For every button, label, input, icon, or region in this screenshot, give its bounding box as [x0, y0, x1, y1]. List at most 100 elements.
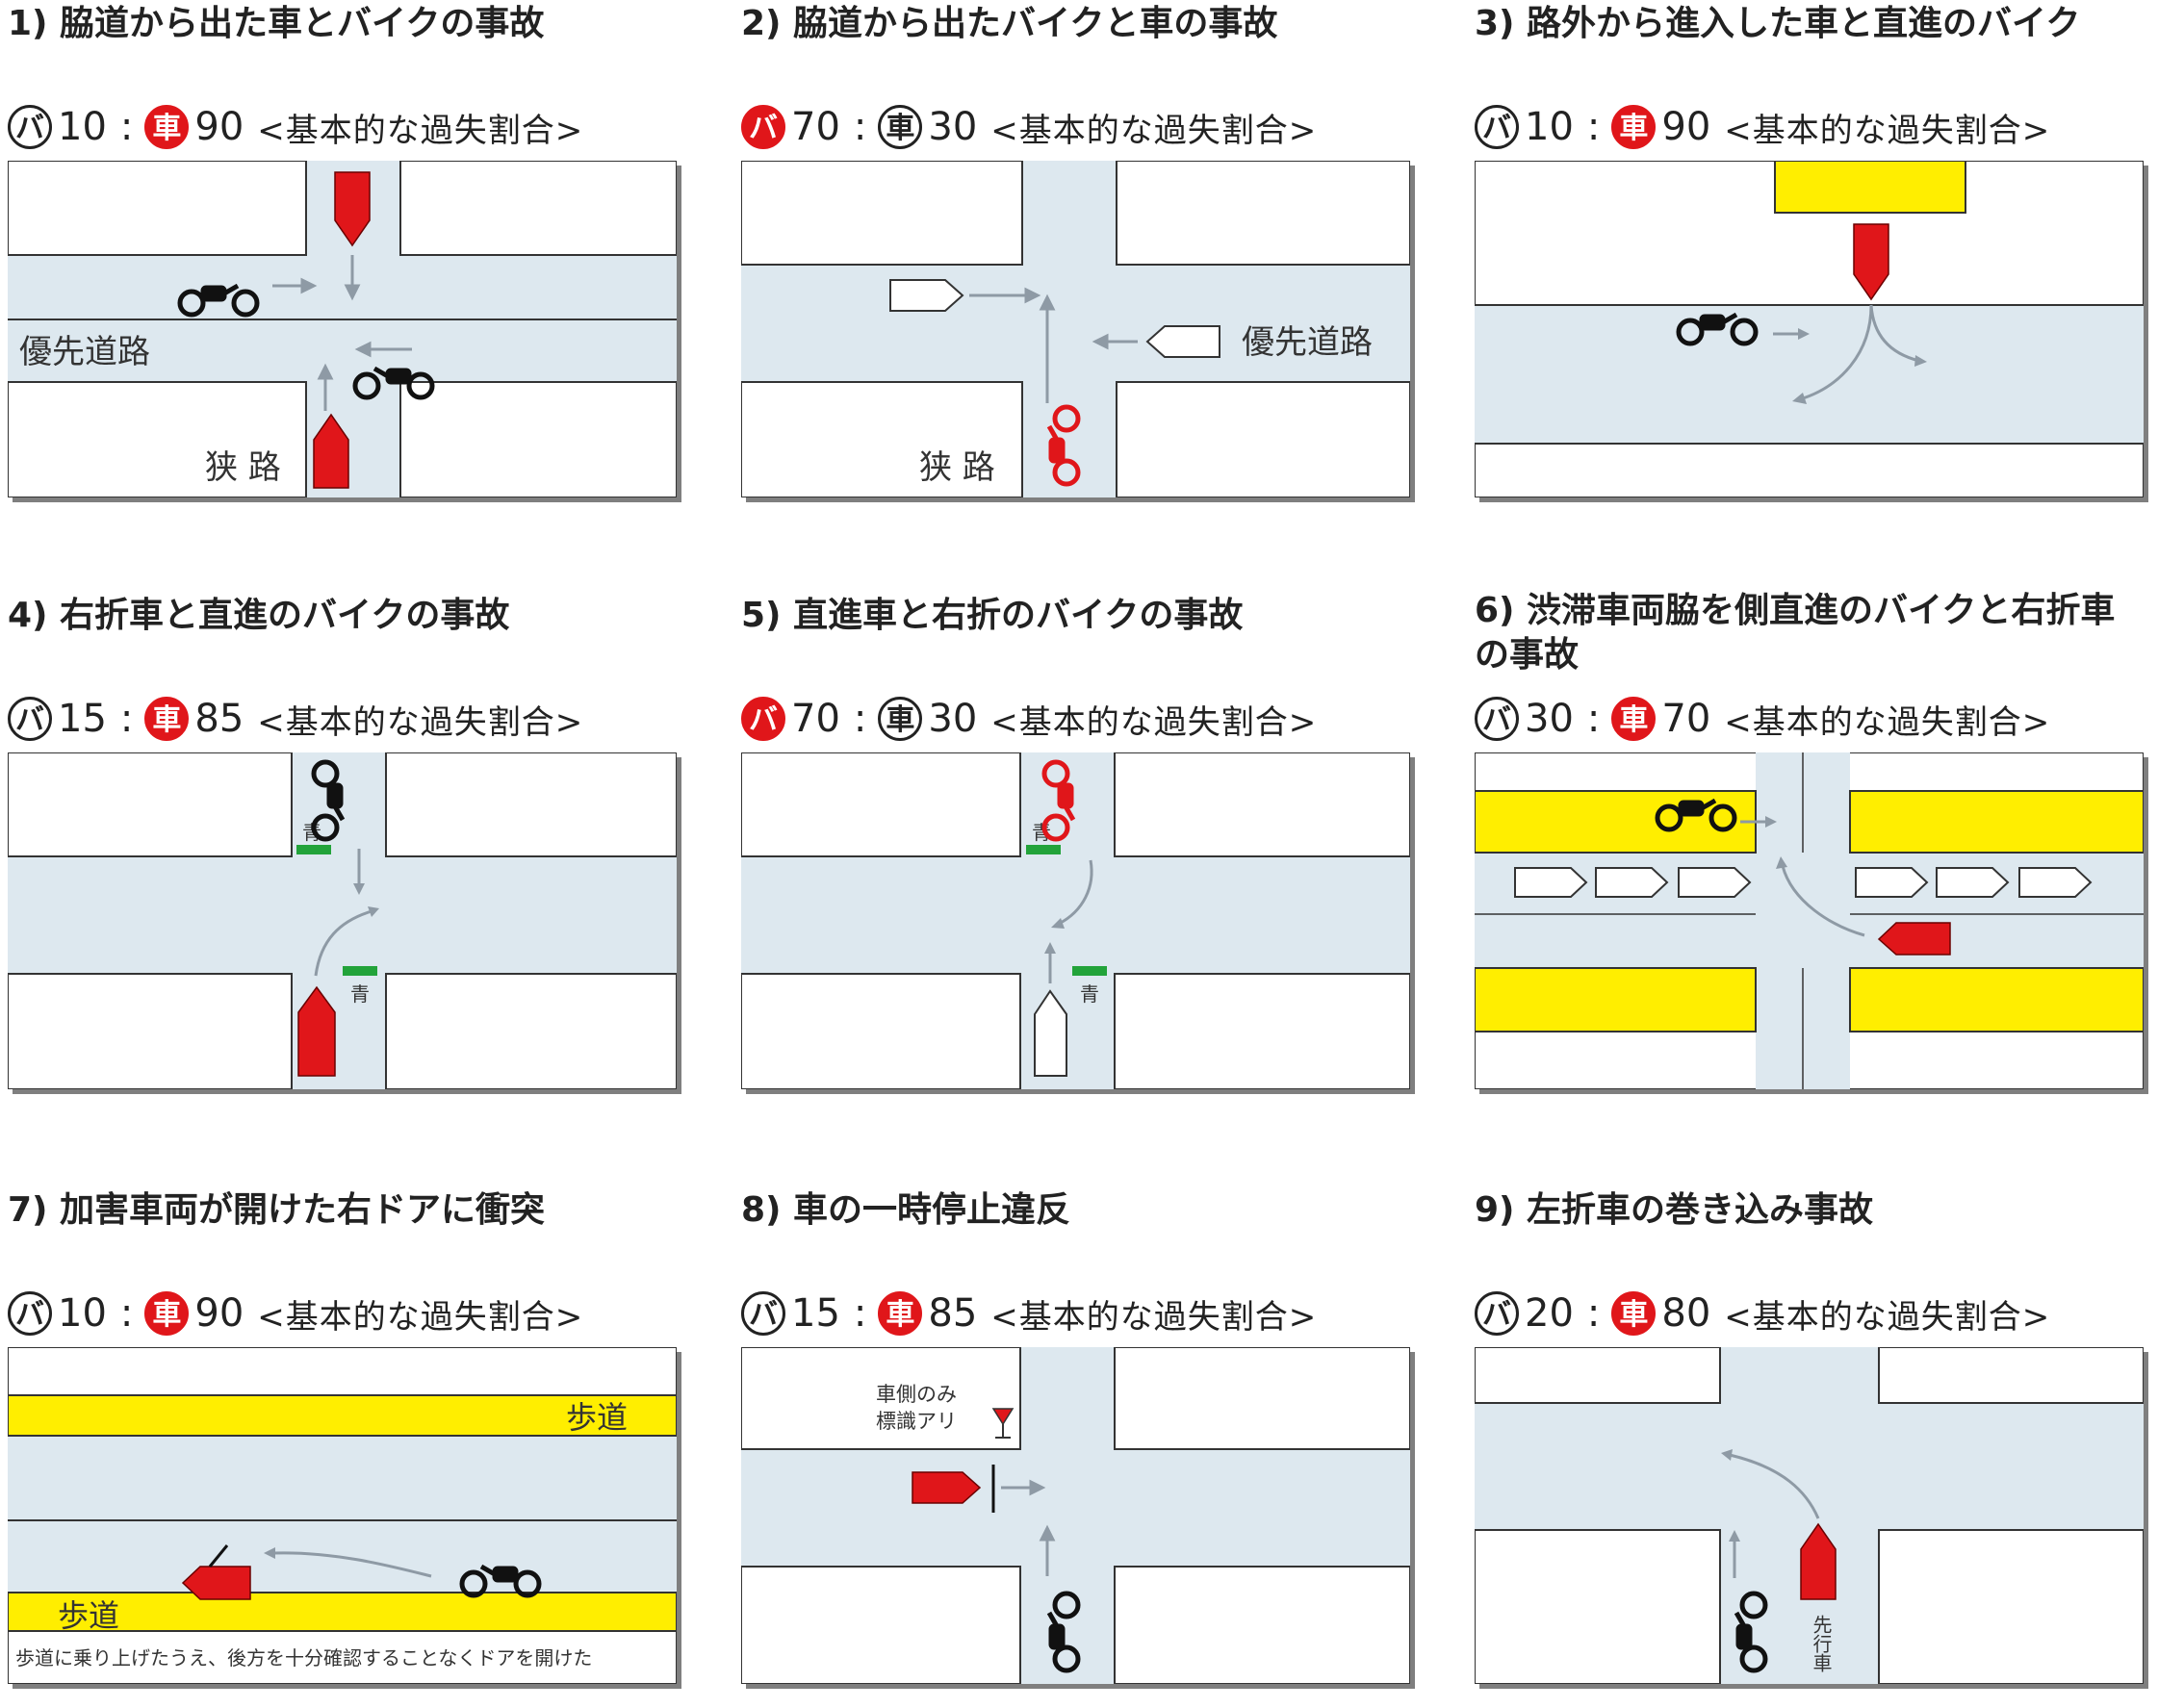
accident-diagram [1475, 161, 2144, 497]
basic-fault-label: <基本的な過失割合> [1724, 1297, 2051, 1337]
car-symbol: 車 [1611, 105, 1657, 149]
panel-5: 5) 直進車と右折のバイクの事故 バ 70 : 車 30 <基本的な過失割合> … [741, 594, 1415, 1113]
basic-fault-label: <基本的な過失割合> [990, 111, 1318, 150]
bike-ratio: 30 [1525, 697, 1574, 741]
sidewalk [8, 1394, 677, 1437]
car-ratio: 70 [1661, 697, 1711, 741]
narrow-road-label: 狭 路 [205, 448, 281, 487]
bike-symbol: バ [741, 105, 785, 149]
priority-road-label: 優先道路 [19, 333, 150, 371]
signal-label: 青 [1032, 821, 1051, 844]
basic-fault-label: <基本的な過失割合> [990, 1297, 1318, 1337]
movement-arrow [1729, 1453, 1820, 1578]
movement-arrow [1773, 304, 1920, 401]
panel-title: 2) 脇道から出たバイクと車の事故 [741, 4, 1278, 43]
ratio-separator: : [119, 105, 134, 149]
car-icon [334, 171, 371, 247]
car-symbol: 車 [1611, 697, 1657, 741]
accident-diagram: 優先道路 狭 路 [741, 161, 1410, 497]
sidewalk-label: 歩道 [58, 1597, 119, 1634]
car-ratio: 85 [194, 697, 244, 741]
sidewalk [1475, 967, 1757, 1032]
fault-ratio: バ 70 : 車 30 <基本的な過失割合> [741, 100, 1317, 154]
basic-fault-label: <基本的な過失割合> [1724, 702, 2051, 742]
panel-4: 4) 右折車と直進のバイクの事故 バ 15 : 車 85 <基本的な過失割合> … [8, 594, 681, 1113]
sidewalk-label: 歩道 [566, 1399, 628, 1436]
panel-title: 4) 右折車と直進のバイクの事故 [8, 596, 510, 635]
car-symbol: 車 [878, 697, 923, 741]
bike-symbol: バ [741, 1291, 785, 1336]
bike-symbol: バ [1475, 1291, 1519, 1336]
car-icon [1145, 325, 1220, 358]
traffic-signal [1072, 966, 1107, 976]
ratio-separator: : [853, 697, 867, 741]
signal-label: 青 [1080, 982, 1099, 1006]
movement-arrow [272, 1551, 432, 1578]
sidewalk [1849, 790, 2144, 854]
car-ratio: 85 [928, 1291, 978, 1336]
traffic-signal [296, 845, 331, 854]
car-icon [313, 413, 349, 489]
motorcycle-icon [1046, 1591, 1081, 1673]
fault-ratio: バ 10 : 車 90 <基本的な過失割合> [8, 1287, 583, 1340]
bike-symbol: バ [1475, 105, 1519, 149]
accident-diagram [1475, 752, 2144, 1089]
bike-ratio: 15 [791, 1291, 840, 1336]
accident-diagram: 青 青 [8, 752, 677, 1089]
motorcycle-icon [459, 1564, 542, 1598]
ratio-separator: : [1586, 697, 1601, 741]
car-ratio: 30 [928, 697, 978, 741]
panel-title: 1) 脇道から出た車とバイクの事故 [8, 4, 545, 43]
lead-car-label: 先行車 [1810, 1615, 1833, 1672]
car-symbol: 車 [878, 1291, 923, 1336]
car-icon [297, 985, 336, 1077]
sign-note: 車側のみ [876, 1383, 957, 1406]
accident-diagram: 青 青 [741, 752, 1410, 1089]
basic-fault-label: <基本的な過失割合> [1724, 111, 2051, 150]
fault-ratio: バ 30 : 車 70 <基本的な過失割合> [1475, 692, 2050, 746]
accident-diagram: 優先道路 狭 路 [8, 161, 677, 497]
movement-arrow [1001, 1479, 1056, 1576]
basic-fault-label: <基本的な過失割合> [257, 702, 584, 742]
accident-diagram: 車側のみ 標識アリ [741, 1347, 1410, 1684]
car-ratio: 90 [194, 105, 244, 149]
car-icon [1514, 867, 2093, 898]
bike-ratio: 70 [791, 697, 840, 741]
fault-ratio: バ 15 : 車 85 <基本的な過失割合> [741, 1287, 1317, 1340]
fault-ratio: バ 10 : 車 90 <基本的な過失割合> [8, 100, 583, 154]
movement-arrow [314, 849, 373, 977]
signal-label: 青 [350, 982, 370, 1006]
panel-title: 7) 加害車両が開けた右ドアに衝突 [8, 1190, 546, 1230]
narrow-road-label: 狭 路 [919, 448, 995, 487]
ratio-separator: : [853, 1291, 867, 1336]
car-icon [889, 279, 964, 312]
accident-diagram: 先行車 [1475, 1347, 2144, 1684]
car-symbol: 車 [878, 105, 923, 149]
panel-7: 7) 加害車両が開けた右ドアに衝突 バ 10 : 車 90 <基本的な過失割合>… [8, 1188, 681, 1708]
car-symbol: 車 [1611, 1291, 1657, 1336]
basic-fault-label: <基本的な過失割合> [257, 111, 584, 150]
fault-ratio: バ 20 : 車 80 <基本的な過失割合> [1475, 1287, 2050, 1340]
ratio-separator: : [1586, 1291, 1601, 1336]
bike-ratio: 20 [1525, 1291, 1574, 1336]
ratio-separator: : [1586, 105, 1601, 149]
panel-title: 6) 渋滞車両脇を側直進のバイクと右折車 の事故 [1475, 591, 2116, 675]
car-symbol: 車 [144, 1291, 190, 1336]
fault-ratio: バ 15 : 車 85 <基本的な過失割合> [8, 692, 583, 746]
car-icon [1800, 1522, 1837, 1600]
car-ratio: 90 [194, 1291, 244, 1336]
panel-1: 1) 脇道から出た車とバイクの事故 バ 10 : 車 90 <基本的な過失割合> [8, 2, 681, 522]
car-icon [912, 1471, 982, 1504]
car-icon [1034, 989, 1067, 1077]
car-ratio: 80 [1661, 1291, 1711, 1336]
bike-symbol: バ [8, 105, 52, 149]
motorcycle-icon [177, 283, 260, 318]
movement-arrow [272, 255, 412, 411]
ratio-separator: : [119, 1291, 134, 1336]
panel-title: 5) 直進車と右折のバイクの事故 [741, 596, 1244, 635]
panel-3: 3) 路外から進入した車と直進のバイク バ 10 : 車 90 <基本的な過失割… [1475, 2, 2148, 522]
car-icon [181, 1566, 251, 1600]
bike-symbol: バ [8, 1291, 52, 1336]
car-icon [1853, 223, 1889, 301]
sidewalk [8, 1592, 677, 1632]
